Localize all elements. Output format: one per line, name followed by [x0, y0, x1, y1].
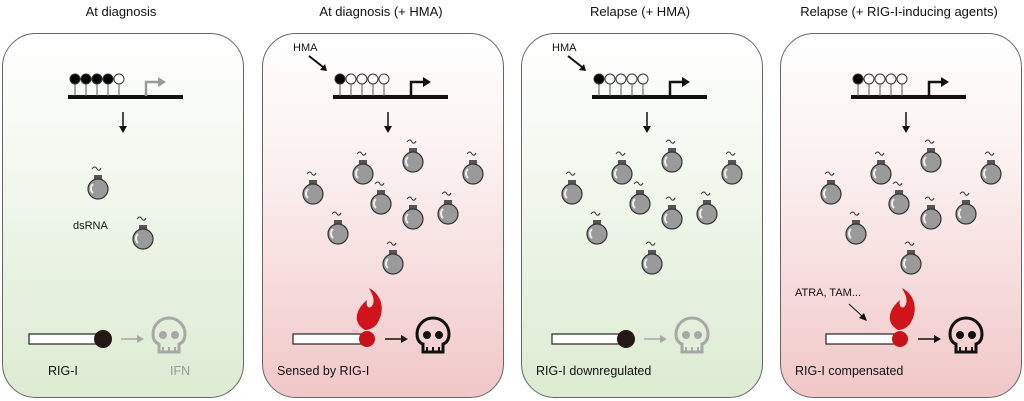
dsrna-bomb-icon — [721, 151, 743, 185]
skull-icon — [415, 316, 451, 354]
unmethylated-cpg — [615, 73, 627, 85]
promoter-arrow-icon — [409, 80, 423, 96]
hma-label: HMA — [552, 42, 577, 54]
dsrna-bomb-icon — [302, 171, 324, 205]
methylated-cpg — [102, 73, 114, 85]
agent-arrow-icon — [848, 303, 864, 318]
unmethylated-cpg — [626, 73, 638, 85]
panel-illustration — [551, 55, 743, 354]
dsrna-label: dsRNA — [73, 220, 108, 232]
dsrna-bomb-icon — [437, 191, 459, 225]
panel-title: At diagnosis (+ HMA) — [319, 4, 443, 19]
promoter-arrow-icon — [927, 80, 941, 96]
skull-icon — [948, 316, 984, 354]
panel-illustration — [28, 73, 187, 354]
unmethylated-cpg — [604, 73, 616, 85]
panel-title: Relapse (+ RIG-I-inducing agents) — [800, 4, 998, 19]
gene-promoter — [851, 73, 966, 99]
dsrna-bomb-icon — [561, 171, 583, 205]
unmethylated-cpg — [885, 73, 897, 85]
dsrna-bomb-icon — [888, 181, 910, 215]
panel-3: HMA RIG-I downregulated — [521, 33, 763, 398]
unmethylated-cpg — [367, 73, 379, 85]
panel-caption: RIG-I — [48, 364, 78, 378]
panel-title: Relapse (+ HMA) — [589, 4, 691, 19]
agent-label: ATRA, TAM... — [795, 287, 862, 299]
unmethylated-cpg — [378, 73, 390, 85]
panel-illustration — [292, 55, 484, 354]
dsrna-bomb-icon — [661, 139, 683, 173]
unmethylated-cpg — [863, 73, 875, 85]
dsrna-bomb-icon — [402, 196, 424, 230]
unmethylated-cpg — [874, 73, 886, 85]
panel-illustration — [820, 73, 1002, 354]
rig-i-match-icon — [292, 331, 375, 347]
hma-arrow-icon — [308, 55, 324, 68]
dsrna-bomb-icon — [920, 139, 942, 173]
unmethylated-cpg — [356, 73, 368, 85]
dsrna-bomb-icon — [611, 151, 633, 185]
rig-i-match-icon — [28, 330, 112, 348]
dsrna-bomb-icon — [980, 151, 1002, 185]
unmethylated-cpg — [896, 73, 908, 85]
hma-arrow-icon — [567, 55, 583, 68]
unmethylated-cpg — [345, 73, 357, 85]
methylated-cpg — [91, 73, 103, 85]
methylated-cpg — [69, 73, 81, 85]
dsrna-bomb-icon — [352, 151, 374, 185]
dsrna-bomb-icon — [920, 196, 942, 230]
gene-promoter — [333, 73, 448, 99]
dsrna-bomb-icon — [132, 216, 154, 250]
dsrna-bomb-icon — [370, 181, 392, 215]
panel-caption: Sensed by RIG-I — [277, 364, 370, 378]
dsrna-bomb-icon — [641, 241, 663, 275]
dsrna-bomb-icon — [629, 181, 651, 215]
panel-title: At diagnosis — [85, 4, 157, 19]
dsrna-bomb-icon — [462, 151, 484, 185]
methylated-cpg — [334, 73, 346, 85]
flame-icon — [889, 288, 915, 330]
dsrna-bomb-icon — [402, 139, 424, 173]
dsrna-bomb-icon — [87, 166, 109, 200]
promoter-arrow-icon — [144, 80, 158, 96]
dsrna-bomb-icon — [696, 191, 718, 225]
dsrna-bomb-icon — [661, 196, 683, 230]
unmethylated-cpg — [113, 73, 125, 85]
hma-label: HMA — [293, 42, 318, 54]
gene-promoter — [68, 73, 183, 99]
rig-i-match-icon — [551, 330, 635, 348]
rig-i-match-icon — [825, 331, 908, 347]
gene-promoter — [592, 73, 707, 99]
dsrna-bomb-icon — [955, 191, 977, 225]
dsrna-bomb-icon — [327, 211, 349, 245]
panel-caption: RIG-I downregulated — [536, 364, 652, 378]
skull-icon — [674, 316, 710, 354]
dsrna-bomb-icon — [870, 151, 892, 185]
dsrna-bomb-icon — [820, 171, 842, 205]
methylated-cpg — [593, 73, 605, 85]
methylated-cpg — [852, 73, 864, 85]
dsrna-bomb-icon — [382, 241, 404, 275]
skull-icon — [151, 316, 187, 354]
ifn-label: IFN — [170, 364, 191, 378]
panel-2: HMA Sensed by RIG-I — [262, 33, 504, 398]
panel-1: dsRNA RIG-I IFN — [2, 33, 244, 398]
methylated-cpg — [80, 73, 92, 85]
unmethylated-cpg — [637, 73, 649, 85]
panel-4: ATRA, TAM... RIG-I compensated — [780, 33, 1022, 398]
dsrna-bomb-icon — [586, 211, 608, 245]
promoter-arrow-icon — [668, 80, 682, 96]
panel-caption: RIG-I compensated — [795, 364, 904, 378]
flame-icon — [356, 288, 382, 330]
dsrna-bomb-icon — [845, 211, 867, 245]
dsrna-bomb-icon — [900, 241, 922, 275]
